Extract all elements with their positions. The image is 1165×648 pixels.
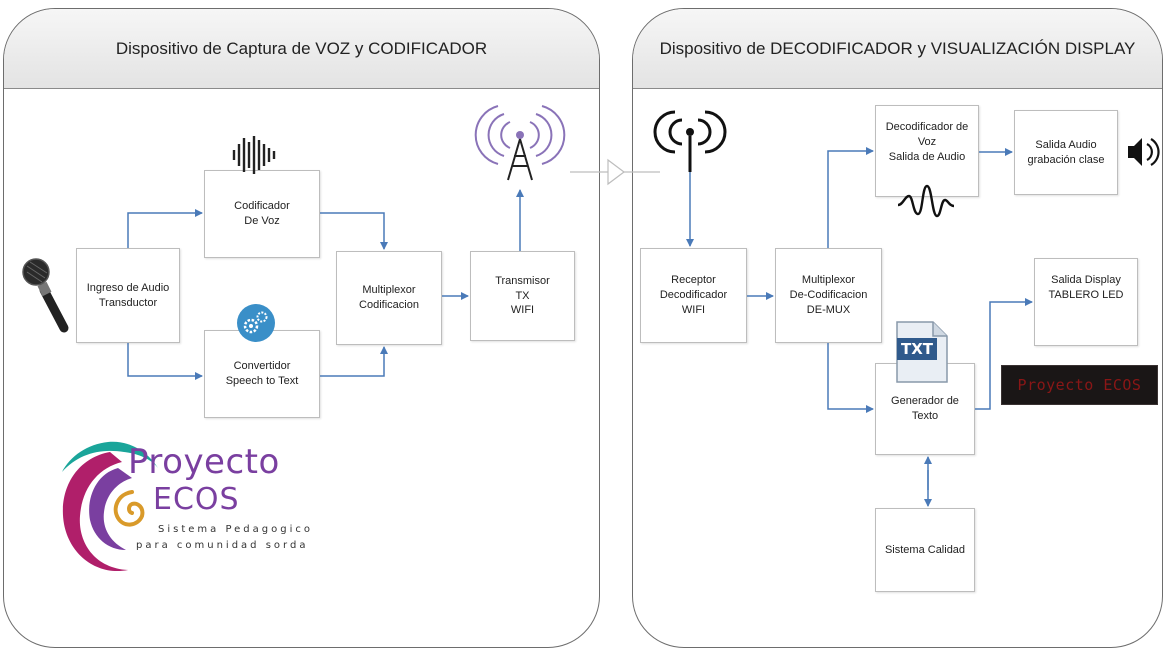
audio-input-box: Ingreso de Audio Transductor bbox=[76, 248, 180, 343]
decoder-panel-title: Dispositivo de DECODIFICADOR y VISUALIZA… bbox=[633, 9, 1162, 89]
txt-file-icon: TXT bbox=[895, 320, 949, 384]
voice-decoder-box: Decodificador de Voz Salida de Audio bbox=[875, 105, 979, 197]
logo-swirl-icon bbox=[62, 441, 158, 572]
quality-system-box: Sistema Calidad bbox=[875, 508, 975, 592]
multiplexer-encoder-box: Multiplexor Codificacion bbox=[336, 251, 442, 345]
audio-output-box: Salida Audio grabación clase bbox=[1014, 110, 1118, 195]
receiver-box: Receptor Decodificador WIFI bbox=[640, 248, 747, 343]
transmitter-box: Transmisor TX WIFI bbox=[470, 251, 575, 341]
led-display: Proyecto ECOS bbox=[1001, 365, 1158, 405]
speech-to-text-box: Convertidor Speech to Text bbox=[204, 330, 320, 418]
display-output-box: Salida Display TABLERO LED bbox=[1034, 258, 1138, 346]
logo-tagline-1: Sistema Pedagogico bbox=[158, 524, 313, 535]
proyecto-ecos-logo: Proyecto ECOS Sistema Pedagogico para co… bbox=[48, 438, 328, 578]
demultiplexer-box: Multiplexor De-Codificacion DE-MUX bbox=[775, 248, 882, 343]
logo-title-ecos: ECOS bbox=[153, 482, 240, 517]
voice-encoder-box: Codificador De Voz bbox=[204, 170, 320, 258]
capture-panel-title: Dispositivo de Captura de VOZ y CODIFICA… bbox=[4, 9, 599, 89]
logo-tagline-2: para comunidad sorda bbox=[136, 540, 309, 551]
logo-title-proyecto: Proyecto bbox=[128, 442, 280, 482]
txt-file-label: TXT bbox=[900, 340, 934, 358]
